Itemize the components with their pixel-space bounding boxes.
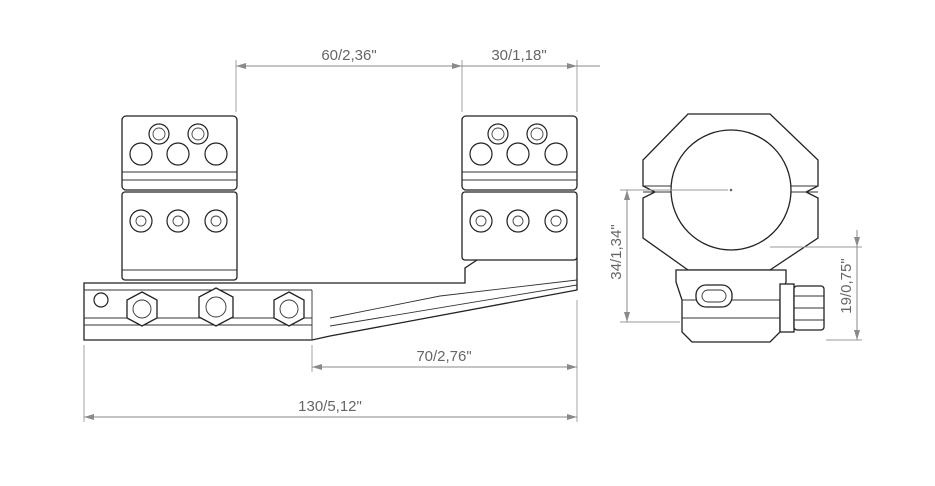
side-view: [83, 115, 578, 341]
dim-ring-spacing-label: 60/2,36": [321, 47, 376, 64]
dim-ring-width-label: 30/1,18": [491, 47, 546, 64]
dim-center-height-label: 34/1,34": [608, 224, 625, 279]
dim-base-offset-label: 70/2,76": [416, 348, 471, 365]
dim-overall-length-label: 130/5,12": [298, 398, 362, 415]
dimension-lines: [83, 60, 862, 422]
front-ring-side: [461, 115, 578, 261]
front-view: [642, 113, 825, 343]
dim-base-height-label: 19/0,75": [838, 258, 855, 313]
clamp-screws: [126, 287, 305, 327]
rear-ring-side: [121, 115, 238, 281]
